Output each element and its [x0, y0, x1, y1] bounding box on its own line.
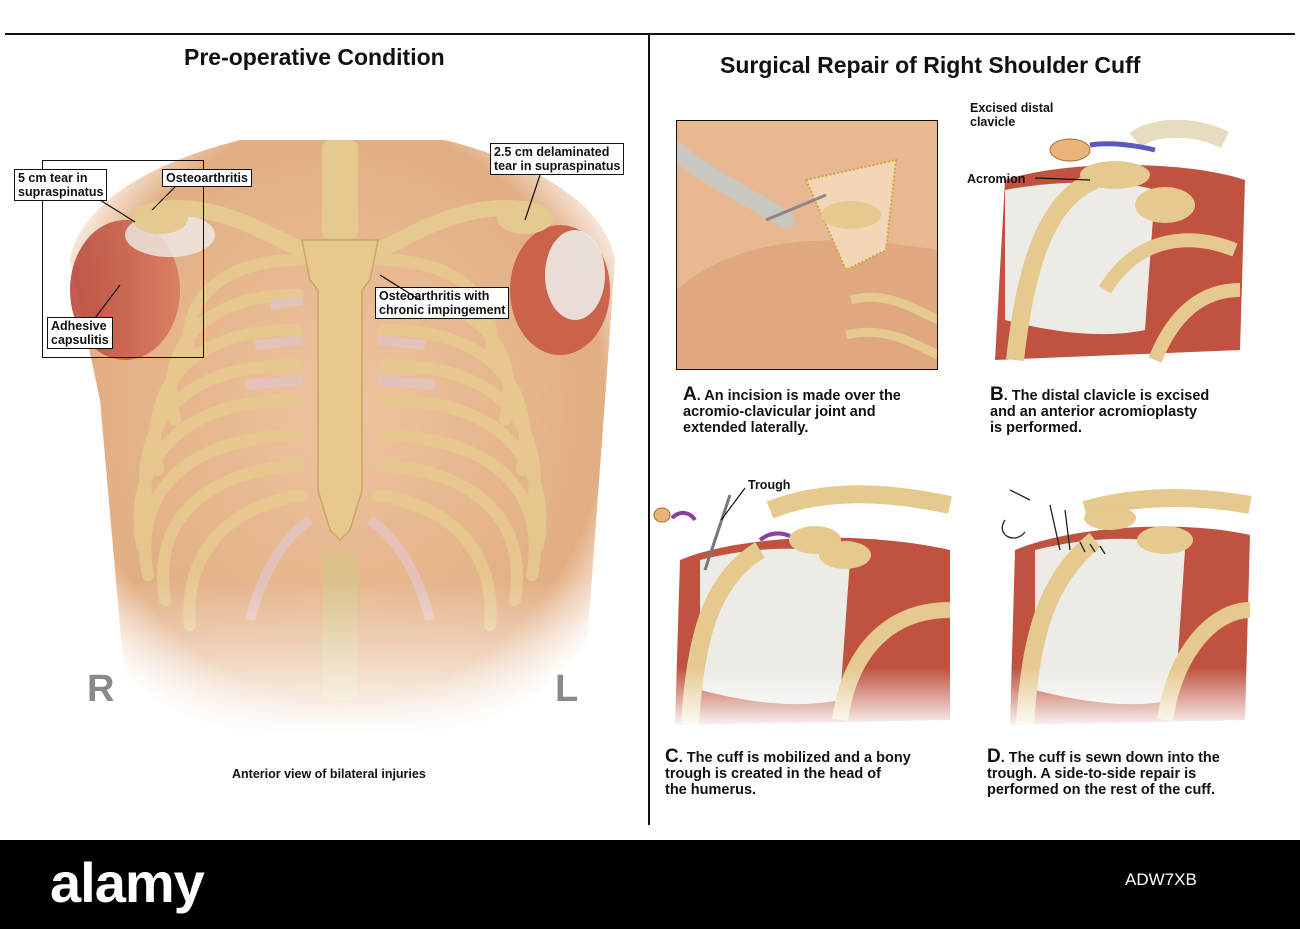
step-b-text: . The distal clavicle is excised and an … — [990, 388, 1210, 436]
label-excised-clavicle: Excised distal clavicle — [970, 101, 1054, 129]
label-osteoarthritis: Osteoarthritis — [162, 169, 252, 187]
panel-b-illustration — [995, 120, 1245, 363]
panel-c-illustration — [650, 480, 960, 730]
step-c-letter: C — [665, 746, 679, 767]
panel-divider — [648, 35, 650, 825]
step-b-letter: B — [990, 384, 1004, 405]
image-id: ADW7XB — [1125, 870, 1197, 889]
step-a-caption: A. An incision is made over the acromio-… — [683, 384, 901, 436]
detail-inset-frame — [42, 160, 204, 358]
label-oa-impingement: Osteoarthritis with chronic impingement — [375, 287, 510, 319]
label-adhesive-capsulitis: Adhesive capsulitis — [47, 317, 113, 349]
panel-d-illustration — [985, 480, 1255, 730]
footer-bar — [0, 840, 1300, 929]
label-acromion: Acromion — [967, 172, 1026, 186]
step-a-letter: A — [683, 384, 697, 405]
label-2-5cm-tear: 2.5 cm delaminated tear in supraspinatus — [490, 143, 625, 175]
step-d-text: . The cuff is sewn down into the trough.… — [987, 750, 1220, 798]
side-marker-left: L — [555, 668, 579, 710]
right-leader-lines — [720, 177, 1091, 520]
label-5cm-tear: 5 cm tear in supraspinatus — [14, 169, 108, 201]
step-c-text: . The cuff is mobilized and a bony troug… — [665, 750, 911, 798]
side-marker-right: R — [87, 668, 115, 710]
step-c-caption: C. The cuff is mobilized and a bony trou… — [665, 746, 911, 798]
step-d-letter: D — [987, 746, 1001, 767]
step-d-caption: D. The cuff is sewn down into the trough… — [987, 746, 1220, 798]
brand-logo: alamy — [50, 851, 205, 914]
left-leader-lines — [94, 174, 541, 319]
left-panel-title: Pre-operative Condition — [184, 44, 445, 70]
label-trough: Trough — [748, 478, 791, 492]
left-caption: Anterior view of bilateral injuries — [232, 767, 426, 781]
top-rule — [5, 33, 1295, 35]
panel-a-illustration — [676, 120, 938, 370]
step-b-caption: B. The distal clavicle is excised and an… — [990, 384, 1210, 436]
right-panel-title: Surgical Repair of Right Shoulder Cuff — [720, 52, 1141, 78]
step-a-text: . An incision is made over the acromio-c… — [683, 388, 901, 436]
